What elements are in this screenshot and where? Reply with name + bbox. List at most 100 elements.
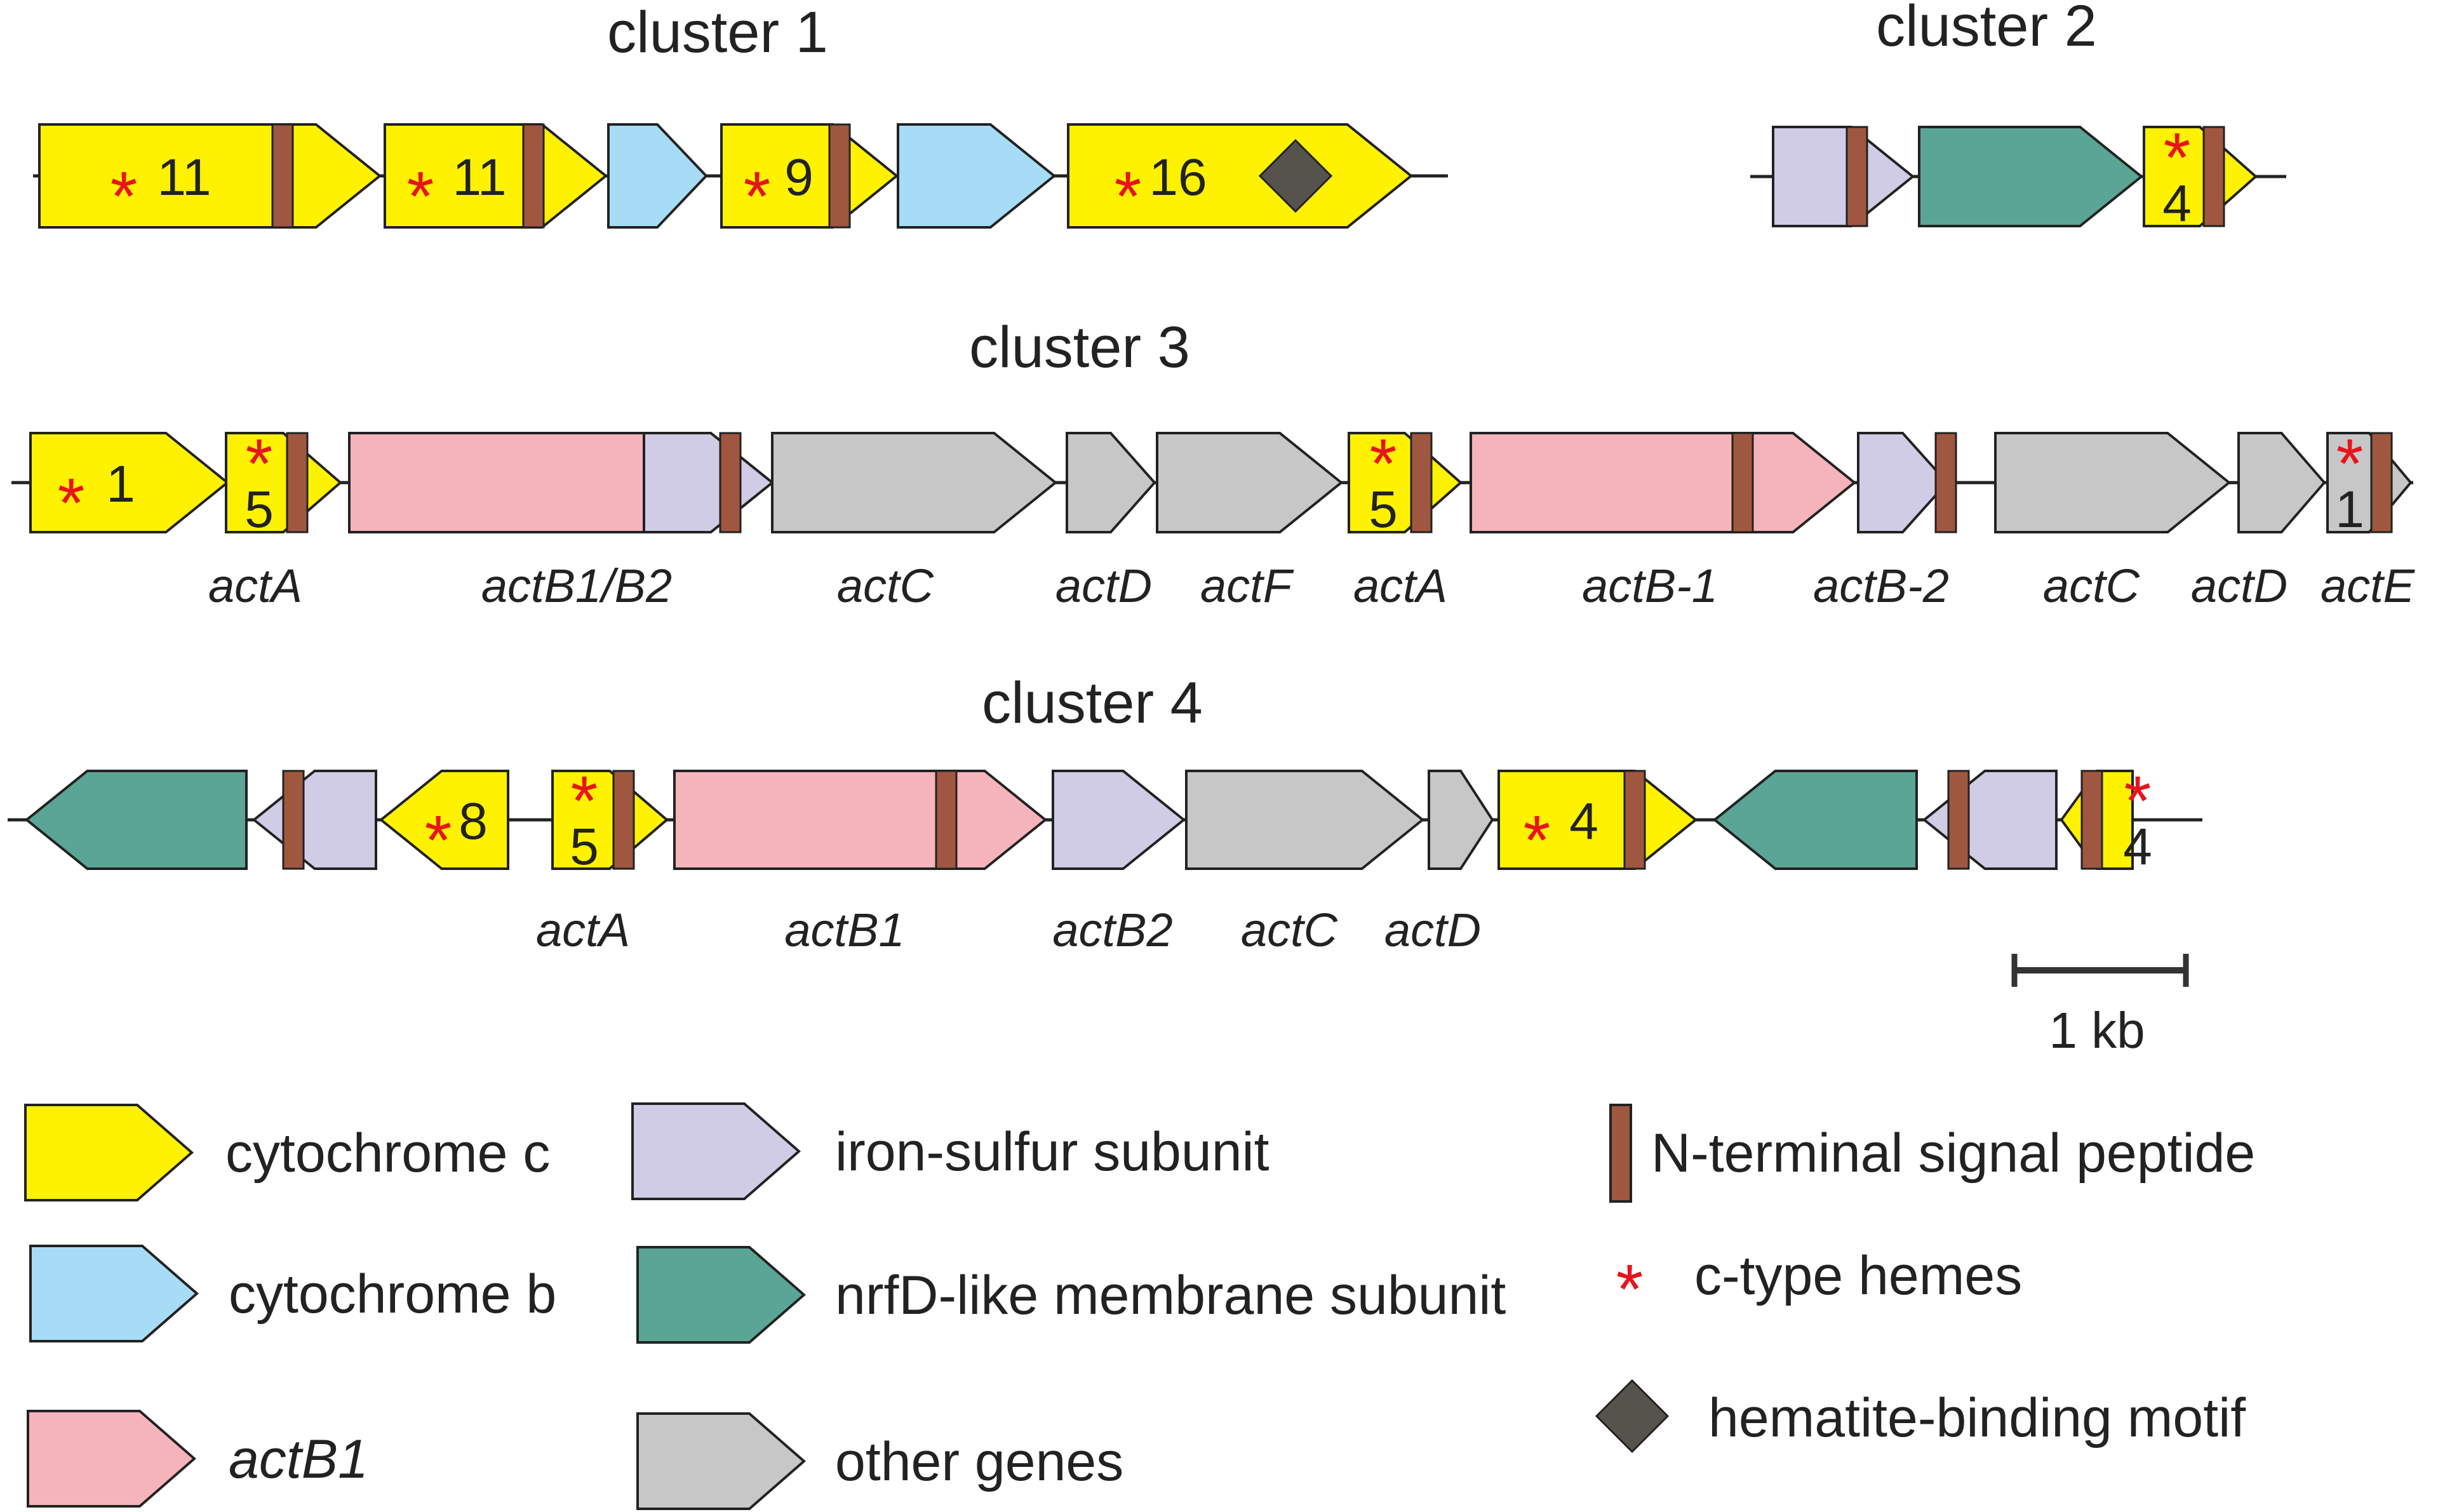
heme-count: 16 (1149, 149, 1207, 206)
heme-star: * (111, 157, 138, 236)
legend-label: cytochrome c (225, 1123, 550, 1184)
gene-actb1 (673, 770, 1048, 870)
gene-iron-sulfur (251, 770, 377, 870)
signal-peptide-mark (1947, 770, 1970, 870)
gene-arrow (225, 432, 343, 533)
signal-peptide-mark (1934, 432, 1957, 533)
signal-peptide-mark (1731, 432, 1754, 533)
gene-label: actC (2043, 559, 2140, 612)
gene-label: actB1/B2 (481, 559, 672, 612)
legend-item-cytochrome-c: cytochrome c (24, 1104, 550, 1201)
gene-label: actD (1384, 904, 1481, 956)
gene-arrow (38, 123, 382, 229)
signal-peptide-mark (2080, 770, 2103, 870)
legend-label: iron-sulfur subunit (835, 1121, 1269, 1182)
heme-count: 4 (1569, 793, 1598, 850)
heme-star: * (744, 157, 771, 236)
gene-arrow (378, 770, 509, 870)
heme-count: 8 (459, 793, 488, 850)
heme-count: 1 (106, 455, 135, 513)
legend-item-iron-sulfur: iron-sulfur subunit (631, 1102, 1269, 1200)
gene-arrow (2237, 432, 2326, 533)
heme-star: * (1370, 425, 1397, 503)
gene-arrow (1185, 770, 1425, 870)
gene-cytochrome-c: *11 (38, 123, 382, 236)
gene-cytochrome-c: *11 (384, 123, 608, 236)
heme-star: * (1115, 157, 1142, 236)
signal-peptide-mark (271, 123, 294, 229)
gene-arrow (771, 432, 1058, 533)
heme-count: 11 (452, 149, 506, 206)
gene-acta: *5 (1348, 425, 1463, 539)
gene-actf (1156, 432, 1344, 533)
legend-item-hematite: hematite-binding motif (1595, 1379, 2246, 1454)
gene-label: actB1 (784, 904, 904, 956)
gene-nrfd (1918, 126, 2144, 227)
gene-cytochrome-b (607, 123, 708, 229)
heme-star: * (2336, 425, 2364, 503)
legend-label: N-terminal signal peptide (1651, 1123, 2255, 1184)
gene-arrow (1052, 770, 1186, 870)
legend-item-other: other genes (636, 1412, 1123, 1510)
gene-arrow (1994, 432, 2232, 533)
legend-swatch (24, 1104, 194, 1201)
gene-arrow (1918, 126, 2144, 227)
signal-peptide-mark (2370, 432, 2393, 533)
gene-arrow (29, 432, 230, 533)
gene-arrow (1066, 432, 1156, 533)
legend-item-nrfd: nrfD-like membrane subunit (636, 1246, 1506, 1344)
heme-star: * (2124, 762, 2152, 840)
gene-nrfd (24, 770, 248, 870)
gene-actc (771, 432, 1058, 533)
legend-item-heme-star: * c-type hemes (1616, 1245, 2023, 1328)
heme-count: 5 (245, 481, 274, 539)
gene-arrow (607, 123, 708, 229)
gene-arrow (384, 123, 608, 229)
gene-arrow (1857, 432, 1949, 533)
legend-label: actB1 (229, 1429, 368, 1490)
gene-arrow (1712, 770, 1918, 870)
gene-arrow (1348, 432, 1463, 533)
legend-label: c-type hemes (1694, 1245, 2022, 1306)
signal-peptide-mark (612, 770, 635, 870)
signal-peptide-mark (522, 123, 545, 229)
gene-nrfd (1712, 770, 1918, 870)
gene-label: actA (536, 904, 630, 956)
legend-label: other genes (835, 1431, 1123, 1492)
cluster-3-title: cluster 3 (969, 315, 1190, 380)
heme-star: * (1524, 801, 1551, 880)
legend-swatch: * (1616, 1250, 1644, 1328)
gene-arrow (1922, 770, 2058, 870)
legend-item-cytochrome-b: cytochrome b (29, 1245, 556, 1342)
gene-actd (1066, 432, 1156, 533)
gene-iron-sulfur (1922, 770, 2058, 870)
gene-actc (1185, 770, 1425, 870)
gene-label: actD (1055, 559, 1152, 612)
gene-actb-2 (1857, 432, 1957, 533)
gene-label: actC (837, 559, 934, 612)
heme-count: 4 (2162, 175, 2192, 232)
heme-star: * (246, 425, 273, 503)
gene-cytochrome-c: *16 (1067, 123, 1414, 236)
gene-acta: *5 (225, 425, 343, 539)
hematite-binding-motif (1258, 138, 1333, 213)
heme-count: 4 (2123, 818, 2152, 876)
gene-actb-1 (1470, 432, 1857, 533)
signal-peptide-mark (935, 770, 958, 870)
gene-arrow (1772, 126, 1915, 227)
gene-arrow (1470, 432, 1857, 533)
legend-item-actb1: actB1 (27, 1410, 368, 1508)
gene-cytochrome-c: *4 (2060, 762, 2152, 876)
gene-cytochrome-c: *4 (2143, 119, 2258, 232)
gene-cytochrome-c: *1 (29, 432, 230, 542)
heme-count: 5 (570, 818, 599, 876)
gene-arrow (673, 770, 1048, 870)
fused-iron-sulfur-part (643, 432, 775, 533)
legend-swatch (1595, 1379, 1670, 1454)
gene-label: actB2 (1052, 904, 1172, 956)
heme-star: * (571, 762, 598, 840)
gene-actd (2237, 432, 2326, 533)
